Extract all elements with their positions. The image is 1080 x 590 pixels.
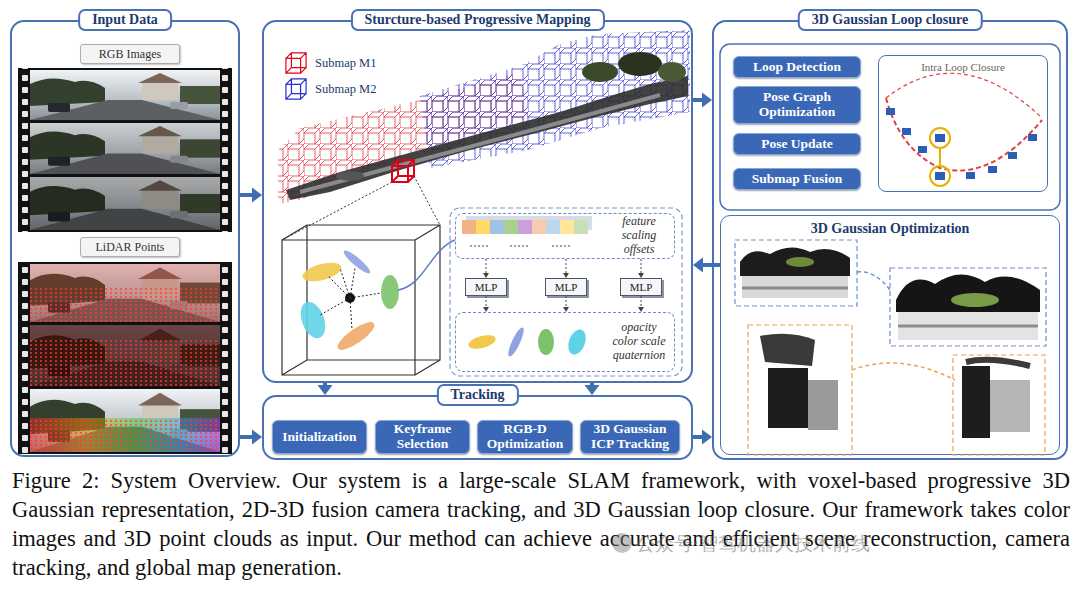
process-box: 3D Gaussian ICP Tracking	[580, 420, 680, 454]
connector-line	[323, 383, 327, 387]
arrow-head	[252, 188, 262, 203]
mlp-box: MLP	[545, 278, 587, 296]
connector	[240, 188, 262, 203]
node-text: Input Data	[78, 9, 172, 31]
arrow-head	[252, 430, 262, 445]
mlp-box: MLP	[620, 278, 662, 296]
node-text: feature scaling offsets	[608, 215, 670, 256]
node-text: Initialization	[282, 430, 356, 445]
connector-line	[693, 435, 704, 439]
process-box: Keyframe Selection	[375, 420, 470, 454]
panel-box: Input DataRGB ImagesLiDAR Points	[10, 20, 240, 457]
arrow-head	[693, 258, 703, 273]
process-box: Pose Graph Optimization	[733, 86, 861, 124]
section-box: 3D Gaussian Optimization	[720, 215, 1060, 455]
arrow-head	[702, 93, 712, 108]
process-box: Pose Update	[733, 133, 861, 155]
node-text: Intra Loop Closure	[921, 61, 1005, 73]
legend-text: Submap M1	[315, 56, 376, 71]
node-text: Tracking	[436, 384, 518, 406]
process-box: Submap Fusion	[733, 168, 861, 190]
panel-box: Sturcture-based Progressive Mappingfeatu…	[262, 20, 693, 383]
node-text: opacity color scale quaternion	[608, 321, 670, 362]
cube-icon	[286, 79, 306, 99]
arrow-head	[585, 385, 600, 395]
image-label: LiDAR Points	[80, 237, 180, 257]
legend-item: Submap M1	[285, 52, 376, 74]
legend-icon	[285, 78, 307, 100]
arrow-head	[702, 430, 712, 445]
legend-text: Submap M2	[315, 82, 376, 97]
feature-box: feature scaling offsets	[455, 213, 675, 259]
connector-line	[693, 98, 704, 102]
node-text: MLP	[475, 281, 498, 293]
connector	[693, 430, 712, 445]
illustration-box: Intra Loop Closure	[878, 55, 1048, 192]
watermark: 公众号·智驾机器人技术前线	[636, 531, 870, 557]
node-text: 3D Gaussian Loop closure	[798, 9, 983, 31]
legend-item: Submap M2	[285, 78, 376, 100]
node-text: Pose Update	[761, 137, 833, 152]
node-text: RGB Images	[99, 47, 161, 62]
mlp-box: MLP	[465, 278, 507, 296]
connector	[240, 430, 262, 445]
panel-box: 3D Gaussian Loop closureLoop DetectionPo…	[712, 20, 1068, 460]
connector	[585, 383, 600, 395]
node-text: RGB-D Optimization	[481, 422, 569, 452]
connector-line	[240, 193, 254, 197]
node-text: Sturcture-based Progressive Mapping	[350, 9, 604, 31]
node-text: Submap Fusion	[752, 172, 842, 187]
node-text: MLP	[555, 281, 578, 293]
output-box: opacity color scale quaternion	[455, 312, 675, 372]
cube-icon	[286, 53, 306, 73]
node-text: LiDAR Points	[95, 240, 164, 255]
connector	[318, 383, 333, 395]
node-text: 3D Gaussian ICP Tracking	[584, 422, 676, 452]
panel-box: TrackingInitializationKeyframe Selection…	[262, 395, 693, 460]
node-text: 3D Gaussian Optimization	[811, 221, 970, 236]
process-box: Loop Detection	[733, 56, 861, 78]
process-box: Initialization	[272, 420, 367, 454]
image-label: RGB Images	[80, 44, 180, 64]
connector-line	[240, 435, 254, 439]
figure-caption: Figure 2: System Overview. Our system is…	[12, 466, 1070, 582]
legend-icon	[285, 52, 307, 74]
node-text: MLP	[630, 281, 653, 293]
connector	[693, 93, 712, 108]
arrow-head	[318, 385, 333, 395]
connector-line	[590, 383, 594, 387]
node-text: Loop Detection	[753, 60, 841, 75]
node-text: Pose Graph Optimization	[737, 90, 857, 120]
process-box: RGB-D Optimization	[477, 420, 573, 454]
node-text: Keyframe Selection	[379, 422, 466, 452]
